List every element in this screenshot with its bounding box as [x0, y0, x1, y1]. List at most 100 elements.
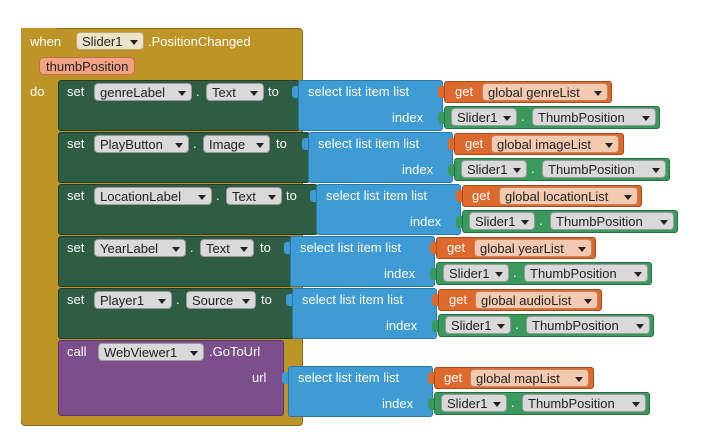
select-list-item-label: select list item list: [302, 292, 404, 307]
socket-tab: [428, 398, 434, 410]
dot-separator: .: [531, 161, 535, 176]
index-label: index: [402, 162, 434, 177]
set-component-dropdown[interactable]: genreLabel: [94, 83, 192, 101]
get-keyword: get: [472, 188, 491, 203]
select-list-item-label: select list item list: [298, 370, 400, 385]
set-property-dropdown[interactable]: Text: [200, 239, 254, 257]
get-keyword: get: [447, 240, 466, 255]
index-property-dropdown[interactable]: ThumbPosition: [542, 160, 666, 178]
select-list-item-label: select list item list: [326, 188, 428, 203]
to-keyword: to: [268, 84, 279, 99]
global-variable-dropdown[interactable]: global imageList: [491, 135, 619, 153]
index-property-dropdown[interactable]: ThumbPosition: [526, 316, 650, 334]
dot-separator: .: [513, 265, 517, 280]
dot-separator: .: [196, 84, 200, 99]
thumbposition-param[interactable]: thumbPosition: [39, 57, 136, 75]
socket-tab: [456, 190, 462, 202]
socket-tab: [292, 86, 298, 98]
index-component-dropdown[interactable]: Slider1: [451, 108, 517, 126]
set-property-dropdown[interactable]: Image: [203, 135, 270, 153]
to-keyword: to: [260, 240, 271, 255]
get-keyword: get: [455, 84, 474, 99]
index-label: index: [382, 396, 414, 411]
set-component-dropdown[interactable]: Player1: [94, 291, 172, 309]
to-keyword: to: [276, 136, 287, 151]
when-keyword: when: [30, 34, 62, 49]
call-component-dropdown[interactable]: WebViewer1: [98, 343, 204, 361]
socket-tab: [448, 164, 454, 176]
index-property-dropdown[interactable]: ThumbPosition: [524, 264, 648, 282]
socket-tab: [432, 320, 438, 332]
dot-separator: .: [515, 317, 519, 332]
to-keyword: to: [261, 292, 272, 307]
dot-separator: .: [176, 292, 180, 307]
call-method-name: .GoToUrl: [209, 344, 261, 359]
socket-tab: [428, 372, 434, 384]
dot-separator: .: [521, 109, 525, 124]
event-name: .PositionChanged: [148, 34, 251, 49]
socket-tab: [430, 242, 436, 254]
get-keyword: get: [449, 292, 468, 307]
select-list-item-block[interactable]: [316, 184, 461, 235]
set-keyword: set: [67, 136, 85, 151]
url-label: url: [252, 370, 267, 385]
global-variable-dropdown[interactable]: global locationList: [499, 187, 638, 205]
socket-tab: [438, 86, 444, 98]
set-component-dropdown[interactable]: YearLabel: [94, 239, 186, 257]
to-keyword: to: [286, 188, 297, 203]
socket-tab: [286, 294, 292, 306]
index-component-dropdown[interactable]: Slider1: [443, 264, 509, 282]
socket-tab: [430, 268, 436, 280]
set-component-dropdown[interactable]: PlayButton: [94, 135, 189, 153]
set-keyword: set: [67, 240, 85, 255]
socket-tab: [310, 190, 316, 202]
index-component-dropdown[interactable]: Slider1: [445, 316, 511, 334]
index-property-dropdown[interactable]: ThumbPosition: [522, 394, 646, 412]
socket-tab: [448, 138, 454, 150]
global-variable-dropdown[interactable]: global genreList: [482, 83, 608, 101]
index-component-dropdown[interactable]: Slider1: [461, 160, 527, 178]
call-keyword: call: [67, 344, 87, 359]
set-keyword: set: [67, 84, 85, 99]
socket-tab: [282, 372, 288, 384]
set-keyword: set: [67, 188, 85, 203]
do-keyword: do: [30, 84, 45, 99]
set-property-dropdown[interactable]: Text: [226, 187, 282, 205]
select-list-item-block[interactable]: [290, 236, 435, 287]
index-property-dropdown[interactable]: ThumbPosition: [550, 212, 674, 230]
index-component-dropdown[interactable]: Slider1: [469, 212, 535, 230]
global-variable-dropdown[interactable]: global mapList: [470, 369, 589, 387]
select-list-item-block[interactable]: [308, 132, 453, 183]
socket-tab: [284, 242, 290, 254]
dot-separator: .: [511, 395, 515, 410]
set-keyword: set: [67, 292, 85, 307]
index-label: index: [386, 318, 418, 333]
index-label: index: [384, 266, 416, 281]
index-label: index: [410, 214, 442, 229]
select-list-item-block[interactable]: [292, 288, 437, 339]
event-block-do-bar: [21, 28, 57, 420]
select-list-item-label: select list item list: [308, 84, 410, 99]
socket-tab: [432, 294, 438, 306]
index-property-dropdown[interactable]: ThumbPosition: [532, 108, 656, 126]
dot-separator: .: [216, 188, 220, 203]
set-component-dropdown[interactable]: LocationLabel: [94, 187, 212, 205]
dot-separator: .: [190, 240, 194, 255]
get-keyword: get: [465, 136, 484, 151]
index-label: index: [392, 110, 424, 125]
set-property-dropdown[interactable]: Text: [206, 83, 264, 101]
event-component-dropdown[interactable]: Slider1: [76, 32, 144, 50]
socket-tab: [438, 112, 444, 124]
select-list-item-block[interactable]: [288, 366, 433, 417]
set-property-dropdown[interactable]: Source: [186, 291, 256, 309]
index-component-dropdown[interactable]: Slider1: [441, 394, 507, 412]
select-list-item-label: select list item list: [300, 240, 402, 255]
get-keyword: get: [444, 370, 463, 385]
select-list-item-label: select list item list: [318, 136, 420, 151]
global-variable-dropdown[interactable]: global yearList: [474, 239, 592, 257]
dot-separator: .: [539, 213, 543, 228]
global-variable-dropdown[interactable]: global audioList: [475, 291, 598, 309]
socket-tab: [302, 138, 308, 150]
dot-separator: .: [193, 136, 197, 151]
select-list-item-block[interactable]: [298, 80, 443, 131]
